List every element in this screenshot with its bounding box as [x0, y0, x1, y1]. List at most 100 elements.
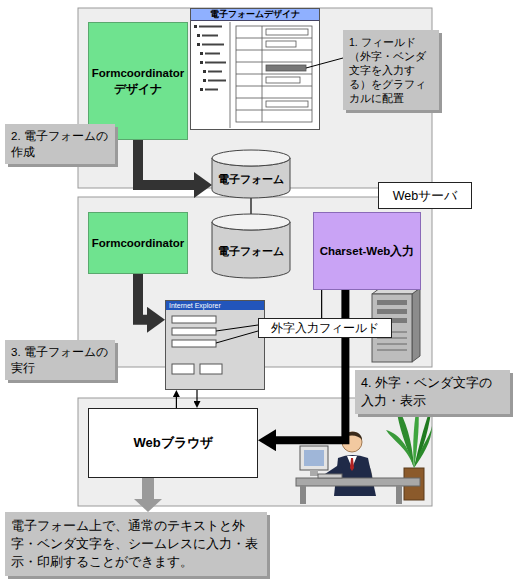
- tree-bullet: [197, 34, 200, 37]
- person-tie: [350, 458, 354, 471]
- keyboard: [318, 474, 342, 478]
- tree-item: [199, 26, 222, 28]
- tree-bullet: [203, 79, 206, 82]
- field-leader: [216, 331, 258, 343]
- tree-bullet: [203, 70, 206, 73]
- tree-bullet: [197, 43, 200, 46]
- tree-item: [205, 89, 218, 91]
- gaiji-field: [266, 65, 306, 71]
- step-callout: 1. フィールド（外字・ベンダ文字を入力する）をグラフィカルに配置: [343, 30, 439, 110]
- designer-window: 電子フォームデザイナ: [190, 8, 320, 130]
- step-callout: 3. 電子フォームの実行: [5, 340, 115, 380]
- database-cylinder: 電子フォーム: [212, 150, 290, 198]
- thin-connector: [176, 397, 177, 408]
- product-box: Formcoordinator: [88, 212, 188, 274]
- product-name: Formcoordinator デザイナ: [89, 65, 187, 97]
- server-slot: [377, 309, 407, 314]
- step-callout: 2. 電子フォームの作成: [5, 124, 115, 164]
- grid-line: [236, 74, 312, 75]
- designer-tree: [194, 25, 226, 91]
- person-hair: [342, 432, 362, 440]
- tree-item: [205, 62, 226, 64]
- product-box: Charset-Web入力: [313, 212, 421, 290]
- person-head: [342, 432, 362, 452]
- window-title: Internet Explorer: [166, 301, 264, 310]
- form-page: [236, 26, 312, 122]
- plant-leaf: [386, 430, 414, 468]
- tree-item: [208, 80, 226, 82]
- field-leader: [216, 325, 258, 331]
- summary-callout: 電子フォーム上で、通常のテキストと外字・ベンダ文字を、シームレスに入力・表示・印…: [5, 512, 267, 576]
- tree-bullet: [194, 25, 197, 28]
- form-field: [266, 101, 308, 107]
- grid-line: [262, 26, 263, 122]
- flow-arrow: [138, 140, 194, 185]
- grid-line: [236, 38, 312, 39]
- server-side: [412, 288, 420, 362]
- step-note: 4. 外字・ベンダ文字の入力・表示: [361, 374, 504, 410]
- step-note: 2. 電子フォームの作成: [11, 128, 109, 160]
- window-title: 電子フォームデザイナ: [191, 9, 319, 21]
- monitor-stand: [310, 470, 318, 476]
- flow-arrow: [276, 290, 345, 440]
- product-name: Charset-Web入力: [320, 243, 415, 259]
- field-label: 外字入力フィールド: [271, 321, 379, 335]
- tree-item: [202, 35, 218, 37]
- step-note: 3. 電子フォームの実行: [11, 344, 109, 376]
- form-field: [266, 29, 308, 35]
- tree-item: [205, 53, 220, 55]
- grid-line: [236, 110, 312, 111]
- tree-item: [202, 44, 224, 46]
- button-field: [200, 364, 222, 374]
- form-field: [266, 77, 300, 83]
- tree-bullet: [200, 52, 203, 55]
- monitor-screen: [304, 450, 324, 466]
- step-callout: 4. 外字・ベンダ文字の入力・表示: [355, 370, 510, 414]
- server-vent: [377, 350, 407, 351]
- thin-connector: [196, 390, 197, 401]
- input-field: [172, 340, 216, 347]
- desk-leg: [396, 486, 402, 504]
- grid-line: [236, 86, 312, 87]
- pane-divider: [230, 22, 231, 128]
- field-label-box: 外字入力フィールド: [258, 318, 392, 338]
- product-name: Formcoordinator: [92, 235, 185, 251]
- thin-connector: [250, 198, 251, 214]
- office-worker-illustration: [296, 400, 432, 504]
- monitor: [300, 446, 328, 470]
- desk-leg: [300, 486, 306, 504]
- store-name: 電子フォーム: [218, 244, 284, 258]
- cylinder-top: [212, 214, 290, 230]
- form-field: [266, 41, 296, 47]
- grid-line: [236, 50, 312, 51]
- input-field: [172, 316, 216, 323]
- thin-connector: [321, 290, 322, 318]
- browser-fields: [172, 316, 222, 374]
- client-panel: [78, 398, 432, 506]
- summary-note: 電子フォーム上で、通常のテキストと外字・ベンダ文字を、シームレスに入力・表示・印…: [11, 517, 261, 571]
- designer-grid: [230, 22, 312, 128]
- zone-label-box: Webサーバ: [378, 182, 472, 209]
- flow-arrow: [142, 478, 154, 499]
- product-box: Formcoordinator デザイナ: [88, 22, 188, 140]
- client-name: Webブラウザ: [133, 434, 212, 452]
- button-field: [172, 364, 194, 374]
- callout-leader: [306, 58, 343, 68]
- server-vent: [377, 344, 407, 345]
- tree-bullet: [200, 88, 203, 91]
- store-name: 電子フォーム: [218, 172, 284, 186]
- tree-bullet: [200, 61, 203, 64]
- browser-window: Internet Explorer: [165, 300, 265, 390]
- tree-item: [208, 71, 222, 73]
- step-note: 1. フィールド（外字・ベンダ文字を入力する）をグラフィカルに配置: [349, 35, 433, 105]
- client-box: Webブラウザ: [88, 408, 258, 478]
- flow-arrow: [138, 274, 147, 320]
- zone-name: Webサーバ: [393, 188, 457, 204]
- server-slot: [377, 300, 407, 305]
- desk-top: [296, 478, 420, 486]
- grid-line: [236, 98, 312, 99]
- input-field: [172, 328, 216, 335]
